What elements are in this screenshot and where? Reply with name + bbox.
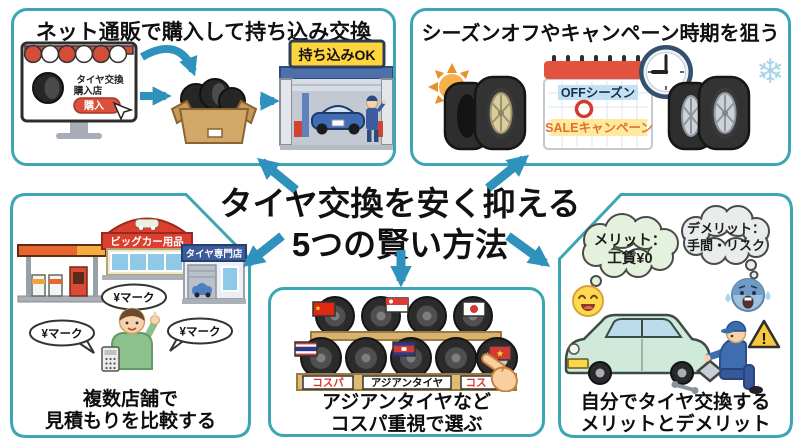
- winter-tires-icon: [667, 75, 751, 151]
- main-title-line1: タイヤ交換を安く抑える: [219, 185, 581, 222]
- panel-season-title: シーズンオフやキャンペーン時期を狙う: [421, 23, 780, 45]
- tire-product-icon: [32, 72, 64, 104]
- tire-icon: [435, 337, 477, 379]
- car-parts-store-sign: ビッグカー用品: [110, 235, 184, 248]
- cursor-icon: [112, 101, 134, 121]
- happy-emoji-icon: [572, 285, 604, 317]
- gas-station-icon: [17, 244, 107, 303]
- china-star: ★: [315, 305, 321, 313]
- panel-compare-quotes: ビッグカー用品 タイヤ専門店: [10, 193, 251, 438]
- demerit-thought-bubble: デメリット： 手間・リスク: [681, 205, 770, 280]
- online-shop-monitor-illustration: タイヤ交換 購入店 購入: [20, 41, 138, 139]
- tire-box-illustration: [170, 78, 258, 144]
- panel-compare-caption-line1: 複数店舗で: [82, 389, 178, 410]
- main-title: タイヤ交換を安く抑える 5つの賢い方法: [200, 183, 600, 265]
- shop-name-line2: 購入店: [73, 85, 103, 97]
- demerit-text-line2: 手間・リスク: [687, 238, 765, 253]
- buy-button-label: 購入: [83, 99, 104, 112]
- summer-tires-icon: [443, 75, 527, 151]
- panel-asian-caption-line1: アジアンタイヤなど: [322, 392, 491, 413]
- yen-bubble-left-label: ¥マーク: [42, 328, 83, 341]
- mechanic-icon: [366, 95, 386, 142]
- wrench-icon: [671, 381, 699, 394]
- buy-button: 購入: [73, 97, 134, 121]
- warning-exclamation: !: [761, 331, 766, 348]
- snowflake-icon: ❄: [756, 53, 785, 91]
- panel-compare-caption-line2: 見積もりを比較する: [44, 411, 216, 432]
- pointing-hand-icon: [481, 353, 518, 392]
- calendar-sale-label: SALEキャンペーン: [545, 121, 653, 135]
- calendar-circled-day: [574, 99, 594, 119]
- panel-asian-caption: アジアンタイヤなど コスパ重視で選ぶ: [271, 392, 542, 436]
- demerit-text-line1: デメリット：: [687, 221, 765, 236]
- shop-name-line1: タイヤ交換: [76, 74, 124, 86]
- panel-asian-illustration: ★: [294, 296, 518, 392]
- tire-store-sign: タイヤ専門店: [186, 248, 243, 260]
- diy-car-illustration: [564, 313, 712, 385]
- yen-bubble-left: ¥マーク: [29, 319, 95, 354]
- rack-label-asian-tire: アジアンタイヤ: [371, 377, 443, 389]
- flag-singapore-icon: [385, 297, 409, 313]
- tire-icon: [407, 296, 447, 336]
- panel-compare-caption: 複数店舗で 見積もりを比較する: [10, 389, 251, 433]
- panel-season-campaign: シーズンオフやキャンペーン時期を狙う: [410, 8, 791, 166]
- car-parts-store-icon: ビッグカー用品: [101, 217, 193, 280]
- panel-online-purchase: ネット通販で購入して持ち込み交換: [11, 8, 396, 166]
- panel-diy-illustration: メリット： 工賃¥0 デメリット： 手間・リスク: [564, 205, 781, 394]
- panel-asian-caption-line2: コスパ重視で選ぶ: [330, 414, 483, 435]
- calculator-icon: [101, 346, 120, 372]
- rack-label-cospa-left: コスパ: [312, 377, 344, 389]
- flag-vietnam-icon: ★: [488, 345, 512, 361]
- merit-text-line1: メリット：: [594, 233, 667, 249]
- bring-in-ok-sign: 持ち込みOK: [288, 39, 386, 69]
- panel-diy-caption-line1: 自分でタイヤ交換する: [580, 392, 771, 413]
- merit-text-line2: 工賃¥0: [607, 249, 652, 267]
- worried-emoji-icon: [725, 278, 771, 312]
- tire-icon: [345, 337, 387, 379]
- merit-thought-bubble: メリット： 工賃¥0: [582, 213, 679, 296]
- garage-illustration: 持ち込みOK: [279, 39, 393, 150]
- main-title-line2: 5つの賢い方法: [291, 226, 509, 263]
- tire-store-icon: タイヤ専門店: [181, 244, 247, 304]
- panel-compare-illustration: ビッグカー用品 タイヤ専門店: [17, 217, 247, 372]
- flag-cambodia-icon: [392, 341, 416, 357]
- yen-bubble-middle-label: ¥マーク: [114, 292, 155, 305]
- curved-arrow-icon: [139, 45, 198, 77]
- calendar-icon: OFFシーズン SALEキャンペーン: [543, 55, 653, 150]
- yen-bubble-right: ¥マーク: [167, 317, 233, 352]
- panel-asian-tires: ★: [268, 287, 545, 437]
- panel-season-illustration: OFFシーズン SALEキャンペーン: [428, 45, 785, 151]
- diy-mechanic-icon: [703, 320, 763, 394]
- flag-china-icon: ★: [312, 301, 336, 317]
- flag-thailand-icon: [294, 341, 318, 357]
- shop-awning-icon: [23, 44, 134, 64]
- flag-japan-icon: [462, 301, 486, 317]
- warning-triangle-icon: !: [747, 319, 781, 349]
- yen-bubble-right-label: ¥マーク: [180, 326, 221, 339]
- calendar-off-season-label: OFFシーズン: [561, 85, 635, 100]
- panel-online-illustration: タイヤ交換 購入店 購入: [20, 39, 393, 150]
- panel-diy-caption: 自分でタイヤ交換する メリットとデメリット: [558, 392, 793, 436]
- calculator-man-icon: [101, 307, 160, 372]
- panel-diy-merits: メリット： 工賃¥0 デメリット： 手間・リスク: [558, 193, 793, 438]
- rack-label-cospa-right: コス: [466, 377, 487, 389]
- garage-car-icon: [311, 105, 365, 135]
- bring-in-ok-sign-label: 持ち込みOK: [299, 47, 376, 63]
- panel-diy-caption-line2: メリットとデメリット: [580, 414, 771, 435]
- panel-online-title: ネット通販で購入して持ち込み交換: [35, 21, 372, 44]
- vietnam-star: ★: [496, 349, 504, 359]
